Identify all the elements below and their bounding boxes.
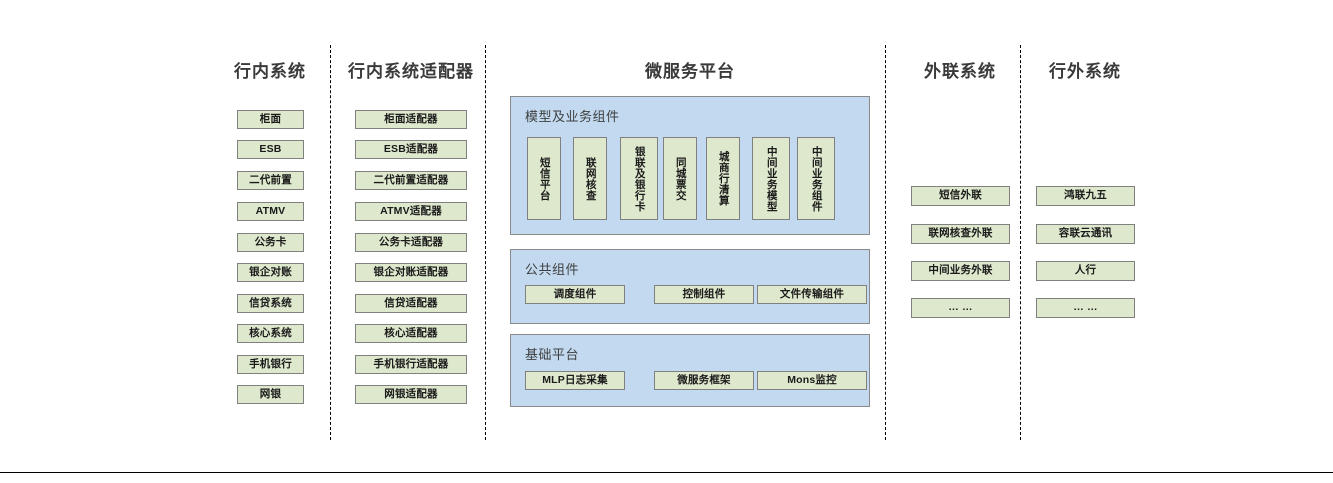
box-internal-systems-6[interactable]: 信贷系统 [237, 294, 304, 313]
box-outside-bank-systems-3[interactable]: … … [1036, 298, 1135, 318]
box-internal-systems-2[interactable]: 二代前置 [237, 171, 304, 190]
box-external-liaison-systems-3[interactable]: … … [911, 298, 1010, 318]
box-internal-systems-4[interactable]: 公务卡 [237, 233, 304, 252]
box-internal-systems-8[interactable]: 手机银行 [237, 355, 304, 374]
box-outside-bank-systems-0[interactable]: 鸿联九五 [1036, 186, 1135, 206]
box-model-business-components-2[interactable]: 银联及银行卡 [620, 137, 658, 220]
column-title-external-liaison-systems: 外联系统 [924, 62, 996, 81]
box-model-business-components-4[interactable]: 城商行清算 [706, 137, 740, 220]
bottom-divider-rule [0, 472, 1333, 473]
box-external-liaison-systems-1[interactable]: 联网核查外联 [911, 224, 1010, 244]
box-model-business-components-6[interactable]: 中间业务组件 [797, 137, 835, 220]
box-internal-systems-9[interactable]: 网银 [237, 385, 304, 404]
panel-label-model-business-components: 模型及业务组件 [525, 109, 620, 124]
column-title-outside-bank-systems: 行外系统 [1049, 62, 1121, 81]
box-internal-system-adapters-3[interactable]: ATMV适配器 [355, 202, 467, 221]
box-internal-systems-5[interactable]: 银企对账 [237, 263, 304, 282]
box-internal-system-adapters-8[interactable]: 手机银行适配器 [355, 355, 467, 374]
box-model-business-components-5[interactable]: 中间业务模型 [752, 137, 790, 220]
box-internal-system-adapters-6[interactable]: 信贷适配器 [355, 294, 467, 313]
box-internal-system-adapters-0[interactable]: 柜面适配器 [355, 110, 467, 129]
box-base-platform-1[interactable]: 微服务框架 [654, 371, 754, 390]
box-base-platform-2[interactable]: Mons监控 [757, 371, 867, 390]
box-public-components-0[interactable]: 调度组件 [525, 285, 625, 304]
box-public-components-2[interactable]: 文件传输组件 [757, 285, 867, 304]
box-outside-bank-systems-2[interactable]: 人行 [1036, 261, 1135, 281]
box-internal-systems-1[interactable]: ESB [237, 140, 304, 159]
box-external-liaison-systems-2[interactable]: 中间业务外联 [911, 261, 1010, 281]
panel-label-public-components: 公共组件 [525, 262, 580, 277]
box-external-liaison-systems-0[interactable]: 短信外联 [911, 186, 1010, 206]
box-base-platform-0[interactable]: MLP日志采集 [525, 371, 625, 390]
box-internal-system-adapters-4[interactable]: 公务卡适配器 [355, 233, 467, 252]
box-internal-system-adapters-7[interactable]: 核心适配器 [355, 324, 467, 343]
box-internal-system-adapters-9[interactable]: 网银适配器 [355, 385, 467, 404]
panel-label-base-platform: 基础平台 [525, 347, 580, 362]
box-internal-system-adapters-1[interactable]: ESB适配器 [355, 140, 467, 159]
box-internal-system-adapters-5[interactable]: 银企对账适配器 [355, 263, 467, 282]
box-internal-systems-7[interactable]: 核心系统 [237, 324, 304, 343]
box-internal-systems-3[interactable]: ATMV [237, 202, 304, 221]
column-divider-1 [485, 45, 486, 440]
column-title-internal-systems: 行内系统 [234, 62, 306, 81]
page-title-microservice-platform: 微服务平台 [645, 62, 735, 81]
box-internal-systems-0[interactable]: 柜面 [237, 110, 304, 129]
column-divider-0 [330, 45, 331, 440]
box-internal-system-adapters-2[interactable]: 二代前置适配器 [355, 171, 467, 190]
box-model-business-components-1[interactable]: 联网核查 [573, 137, 607, 220]
box-outside-bank-systems-1[interactable]: 容联云通讯 [1036, 224, 1135, 244]
column-divider-3 [1020, 45, 1021, 440]
column-title-internal-system-adapters: 行内系统适配器 [348, 62, 474, 81]
column-divider-2 [885, 45, 886, 440]
panel-base-platform: 基础平台 [510, 334, 870, 407]
box-model-business-components-3[interactable]: 同城票交 [663, 137, 697, 220]
box-model-business-components-0[interactable]: 短信平台 [527, 137, 561, 220]
box-public-components-1[interactable]: 控制组件 [654, 285, 754, 304]
